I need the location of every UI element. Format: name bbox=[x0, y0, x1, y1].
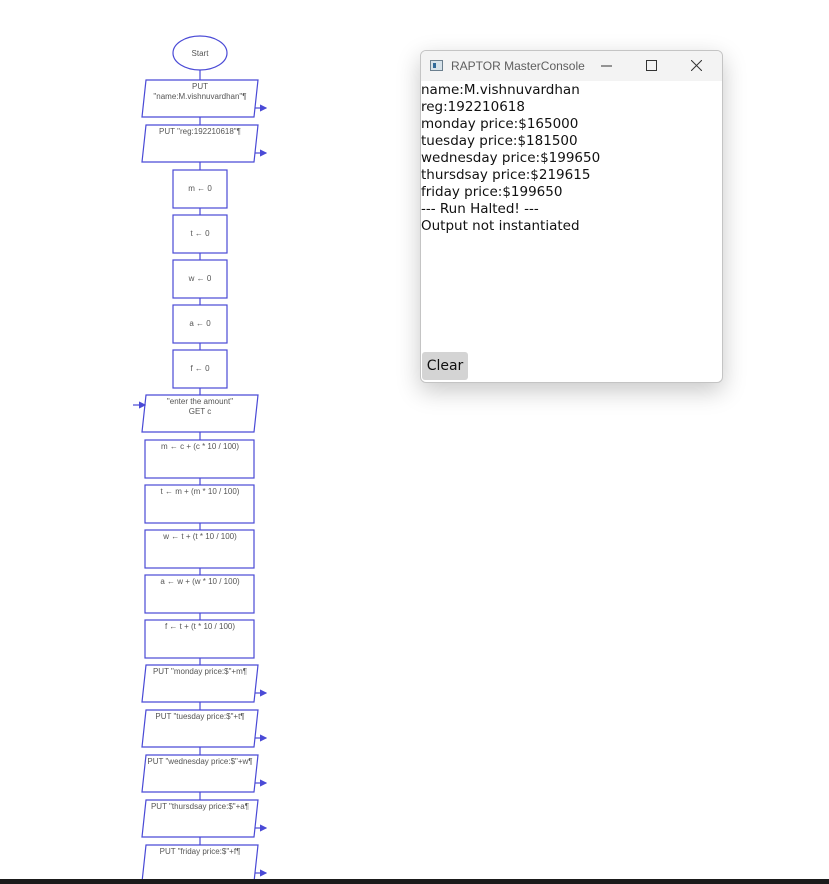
put-tuesday-symbol[interactable] bbox=[141, 709, 259, 748]
input-prompt-label: "enter the amount" bbox=[167, 397, 233, 406]
assign-t-label: t ← 0 bbox=[190, 229, 210, 238]
assign-f-label: f ← 0 bbox=[190, 364, 210, 373]
put-tuesday-label: PUT "tuesday price:$"+t¶ bbox=[155, 712, 244, 721]
calc-t-box[interactable] bbox=[144, 484, 255, 524]
start-label: Start bbox=[192, 49, 210, 58]
console-titlebar[interactable]: RAPTOR MasterConsole bbox=[421, 51, 722, 81]
calc-f-label: f ← t + (t * 10 / 100) bbox=[165, 622, 235, 631]
minimize-button[interactable] bbox=[584, 51, 629, 81]
console-line: Output not instantiated bbox=[421, 218, 580, 234]
put-monday-symbol[interactable] bbox=[141, 664, 259, 703]
put-name-symbol[interactable] bbox=[141, 79, 259, 118]
maximize-icon bbox=[646, 60, 657, 71]
console-line: reg:192210618 bbox=[421, 99, 525, 115]
put-friday-label: PUT "friday price:$"+f¶ bbox=[160, 847, 241, 856]
console-app-icon bbox=[430, 60, 443, 71]
calc-f-box[interactable] bbox=[144, 619, 255, 659]
put-wednesday-label: PUT "wednesday price:$"+w¶ bbox=[147, 757, 252, 766]
close-icon bbox=[691, 60, 702, 71]
assign-w-box[interactable] bbox=[172, 259, 228, 299]
put-wednesday-symbol[interactable] bbox=[141, 754, 259, 793]
assign-w-label: w ← 0 bbox=[188, 274, 212, 283]
calc-m-box[interactable] bbox=[144, 439, 255, 479]
master-console-window[interactable]: RAPTOR MasterConsole name:M.vishnuvardha… bbox=[420, 50, 723, 383]
calc-w-label: w ← t + (t * 10 / 100) bbox=[162, 532, 237, 541]
console-output[interactable]: name:M.vishnuvardhan reg:192210618 monda… bbox=[421, 82, 721, 235]
console-line: name:M.vishnuvardhan bbox=[421, 82, 580, 98]
calc-m-label: m ← c + (c * 10 / 100) bbox=[161, 442, 239, 451]
assign-m-box[interactable] bbox=[172, 169, 228, 209]
put-name-line2: "name:M.vishnuvardhan"¶ bbox=[153, 92, 246, 101]
flowchart-canvas[interactable]: Start PUT "name:M.vishnuvardhan"¶ PUT "r… bbox=[0, 0, 400, 884]
put-reg-symbol[interactable] bbox=[141, 124, 259, 163]
clear-button[interactable]: Clear bbox=[422, 352, 468, 380]
assign-m-label: m ← 0 bbox=[188, 184, 212, 193]
calc-w-box[interactable] bbox=[144, 529, 255, 569]
put-name-line1: PUT bbox=[192, 82, 208, 91]
minimize-icon bbox=[601, 65, 612, 67]
maximize-button[interactable] bbox=[629, 51, 674, 81]
calc-t-label: t ← m + (m * 10 / 100) bbox=[161, 487, 240, 496]
console-line: friday price:$199650 bbox=[421, 184, 563, 200]
start-terminal[interactable] bbox=[172, 35, 228, 71]
put-thursday-symbol[interactable] bbox=[141, 799, 259, 838]
assign-a-label: a ← 0 bbox=[189, 319, 211, 328]
console-line: thursdsay price:$219615 bbox=[421, 167, 591, 183]
put-thursday-label: PUT "thursdsay price:$"+a¶ bbox=[151, 802, 249, 811]
assign-t-box[interactable] bbox=[172, 214, 228, 254]
console-line: wednesday price:$199650 bbox=[421, 150, 601, 166]
put-monday-label: PUT "monday price:$"+m¶ bbox=[153, 667, 247, 676]
input-get-label: GET c bbox=[189, 407, 212, 416]
assign-f-box[interactable] bbox=[172, 349, 228, 389]
calc-a-box[interactable] bbox=[144, 574, 255, 614]
put-reg-label: PUT "reg:192210618"¶ bbox=[159, 127, 241, 136]
console-line: tuesday price:$181500 bbox=[421, 133, 578, 149]
console-line: --- Run Halted! --- bbox=[421, 201, 539, 217]
taskbar bbox=[0, 879, 829, 884]
calc-a-label: a ← w + (w * 10 / 100) bbox=[160, 577, 240, 586]
close-button[interactable] bbox=[674, 51, 719, 81]
console-line: monday price:$165000 bbox=[421, 116, 579, 132]
input-amount-symbol[interactable] bbox=[141, 394, 259, 433]
assign-a-box[interactable] bbox=[172, 304, 228, 344]
console-title: RAPTOR MasterConsole bbox=[451, 59, 585, 73]
